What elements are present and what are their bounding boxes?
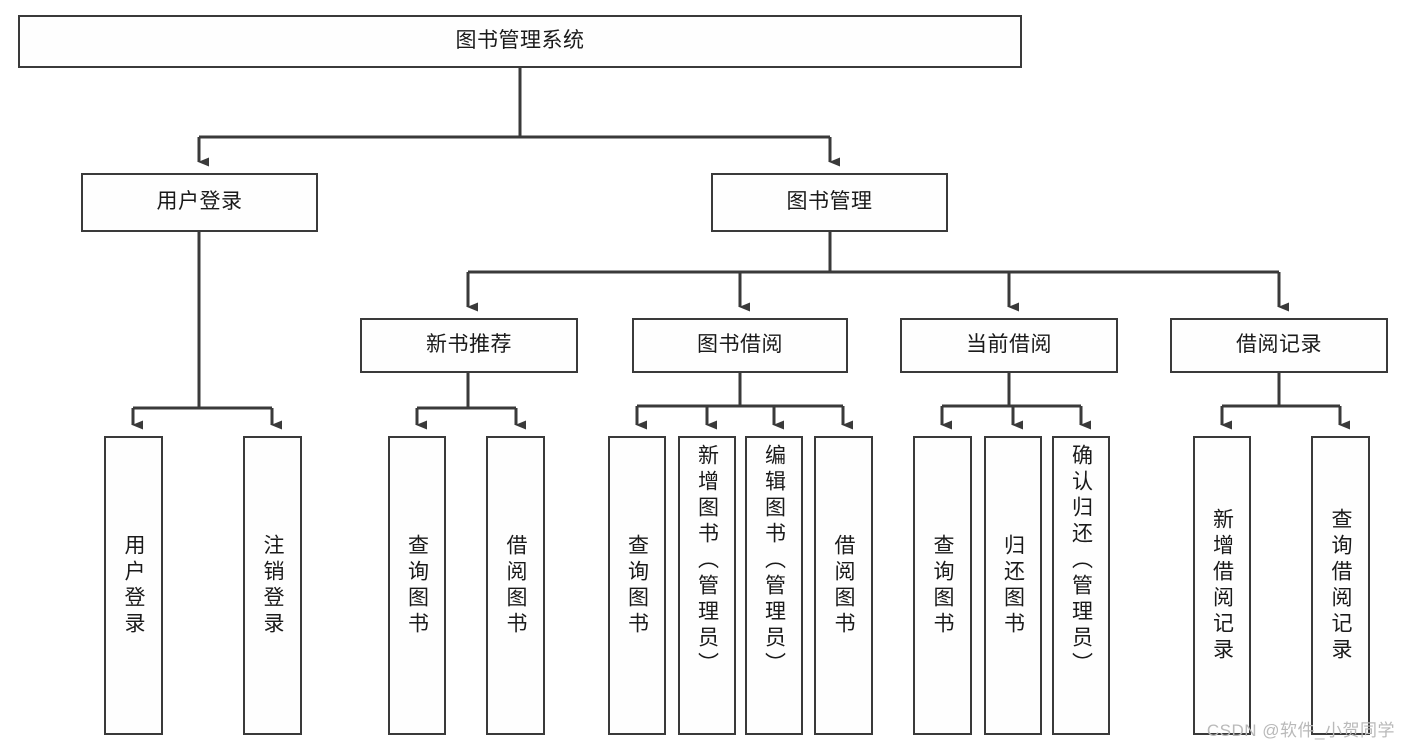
node-borrow-record[interactable]: 借阅记录 — [1170, 318, 1388, 373]
node-book-management[interactable]: 图书管理 — [711, 173, 948, 232]
leaf-node[interactable]: 借阅图书 — [814, 436, 873, 735]
node-root-system[interactable]: 图书管理系统 — [18, 15, 1022, 68]
leaf-node-label: 用户登录 — [122, 533, 145, 638]
leaf-node-label: 查询图书 — [931, 533, 954, 638]
leaf-node-label: 归还图书 — [1001, 533, 1025, 638]
leaf-node-label: 借阅图书 — [504, 533, 527, 638]
leaf-node-label: 注销登录 — [261, 533, 284, 638]
node-book-borrow[interactable]: 图书借阅 — [632, 318, 848, 373]
leaf-node[interactable]: 新增借阅记录 — [1193, 436, 1251, 735]
leaf-node-label: 查询借阅记录 — [1329, 507, 1352, 664]
csdn-watermark: CSDN @软件_小贺同学 — [1206, 721, 1395, 740]
leaf-node-label: 查询图书 — [405, 533, 429, 638]
leaf-node[interactable]: 新增图书（管理员） — [678, 436, 736, 735]
leaf-node[interactable]: 注销登录 — [243, 436, 302, 735]
node-book-borrow-label: 图书借阅 — [697, 333, 783, 357]
leaf-node-label: 查询图书 — [625, 533, 649, 638]
node-borrow-record-label: 借阅记录 — [1236, 333, 1322, 357]
node-new-book-recommend[interactable]: 新书推荐 — [360, 318, 578, 373]
node-user-login[interactable]: 用户登录 — [81, 173, 318, 232]
node-current-borrow-label: 当前借阅 — [966, 333, 1052, 357]
leaf-node-label: 确认归还（管理员） — [1069, 444, 1093, 678]
node-user-login-label: 用户登录 — [156, 190, 243, 214]
leaf-node[interactable]: 借阅图书 — [486, 436, 545, 735]
node-current-borrow[interactable]: 当前借阅 — [900, 318, 1118, 373]
node-book-management-label: 图书管理 — [786, 190, 873, 214]
leaf-node-label: 借阅图书 — [832, 533, 855, 638]
leaf-node[interactable]: 查询借阅记录 — [1311, 436, 1370, 735]
leaf-node[interactable]: 查询图书 — [388, 436, 446, 735]
leaf-node-label: 新增图书（管理员） — [695, 444, 719, 678]
leaf-node[interactable]: 用户登录 — [104, 436, 163, 735]
leaf-node[interactable]: 确认归还（管理员） — [1052, 436, 1110, 735]
leaf-node[interactable]: 查询图书 — [913, 436, 972, 735]
node-new-book-recommend-label: 新书推荐 — [426, 333, 512, 357]
leaf-node-label: 新增借阅记录 — [1210, 507, 1234, 664]
leaf-node[interactable]: 归还图书 — [984, 436, 1042, 735]
leaf-node[interactable]: 编辑图书（管理员） — [745, 436, 803, 735]
leaf-node-label: 编辑图书（管理员） — [762, 444, 786, 678]
node-root-system-label: 图书管理系统 — [455, 29, 585, 53]
leaf-node[interactable]: 查询图书 — [608, 436, 666, 735]
